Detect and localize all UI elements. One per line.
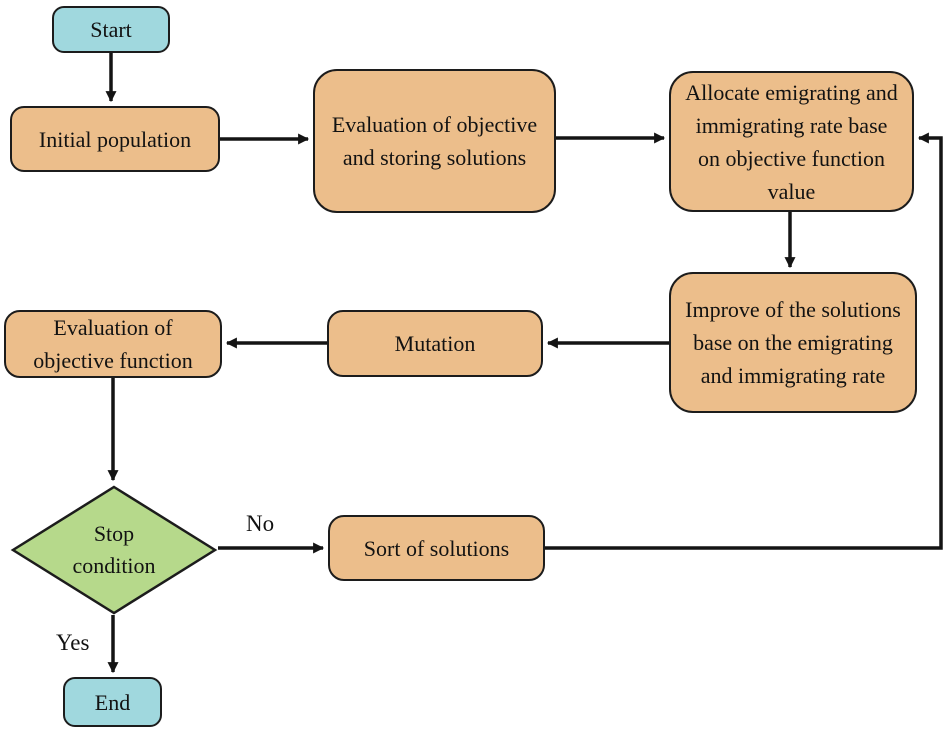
arrow-feedback-sort-solutions-to-allocate-rates: [545, 132, 943, 550]
node-initial-population: Initial population: [10, 106, 220, 172]
node-allocate-rates: Allocate emigrating and immigrating rate…: [669, 71, 914, 212]
node-start: Start: [52, 6, 170, 53]
stop-condition-label: Stop condition: [72, 521, 156, 578]
node-improve-solutions: Improve of the solutions base on the emi…: [669, 272, 917, 413]
edge-label-yes: Yes: [56, 630, 90, 655]
node-mutation: Mutation: [327, 310, 543, 377]
edge-label-no: No: [246, 511, 275, 536]
node-sort-solutions: Sort of solutions: [328, 515, 545, 581]
node-end: End: [63, 677, 162, 727]
node-evaluation-and-storing: Evaluation of objective and storing solu…: [313, 69, 556, 213]
node-stop-condition: Stop condition: [10, 485, 218, 615]
node-evaluation-objective-function: Evaluation of objective function: [4, 310, 222, 378]
decision-diamond-shape: [10, 485, 218, 615]
